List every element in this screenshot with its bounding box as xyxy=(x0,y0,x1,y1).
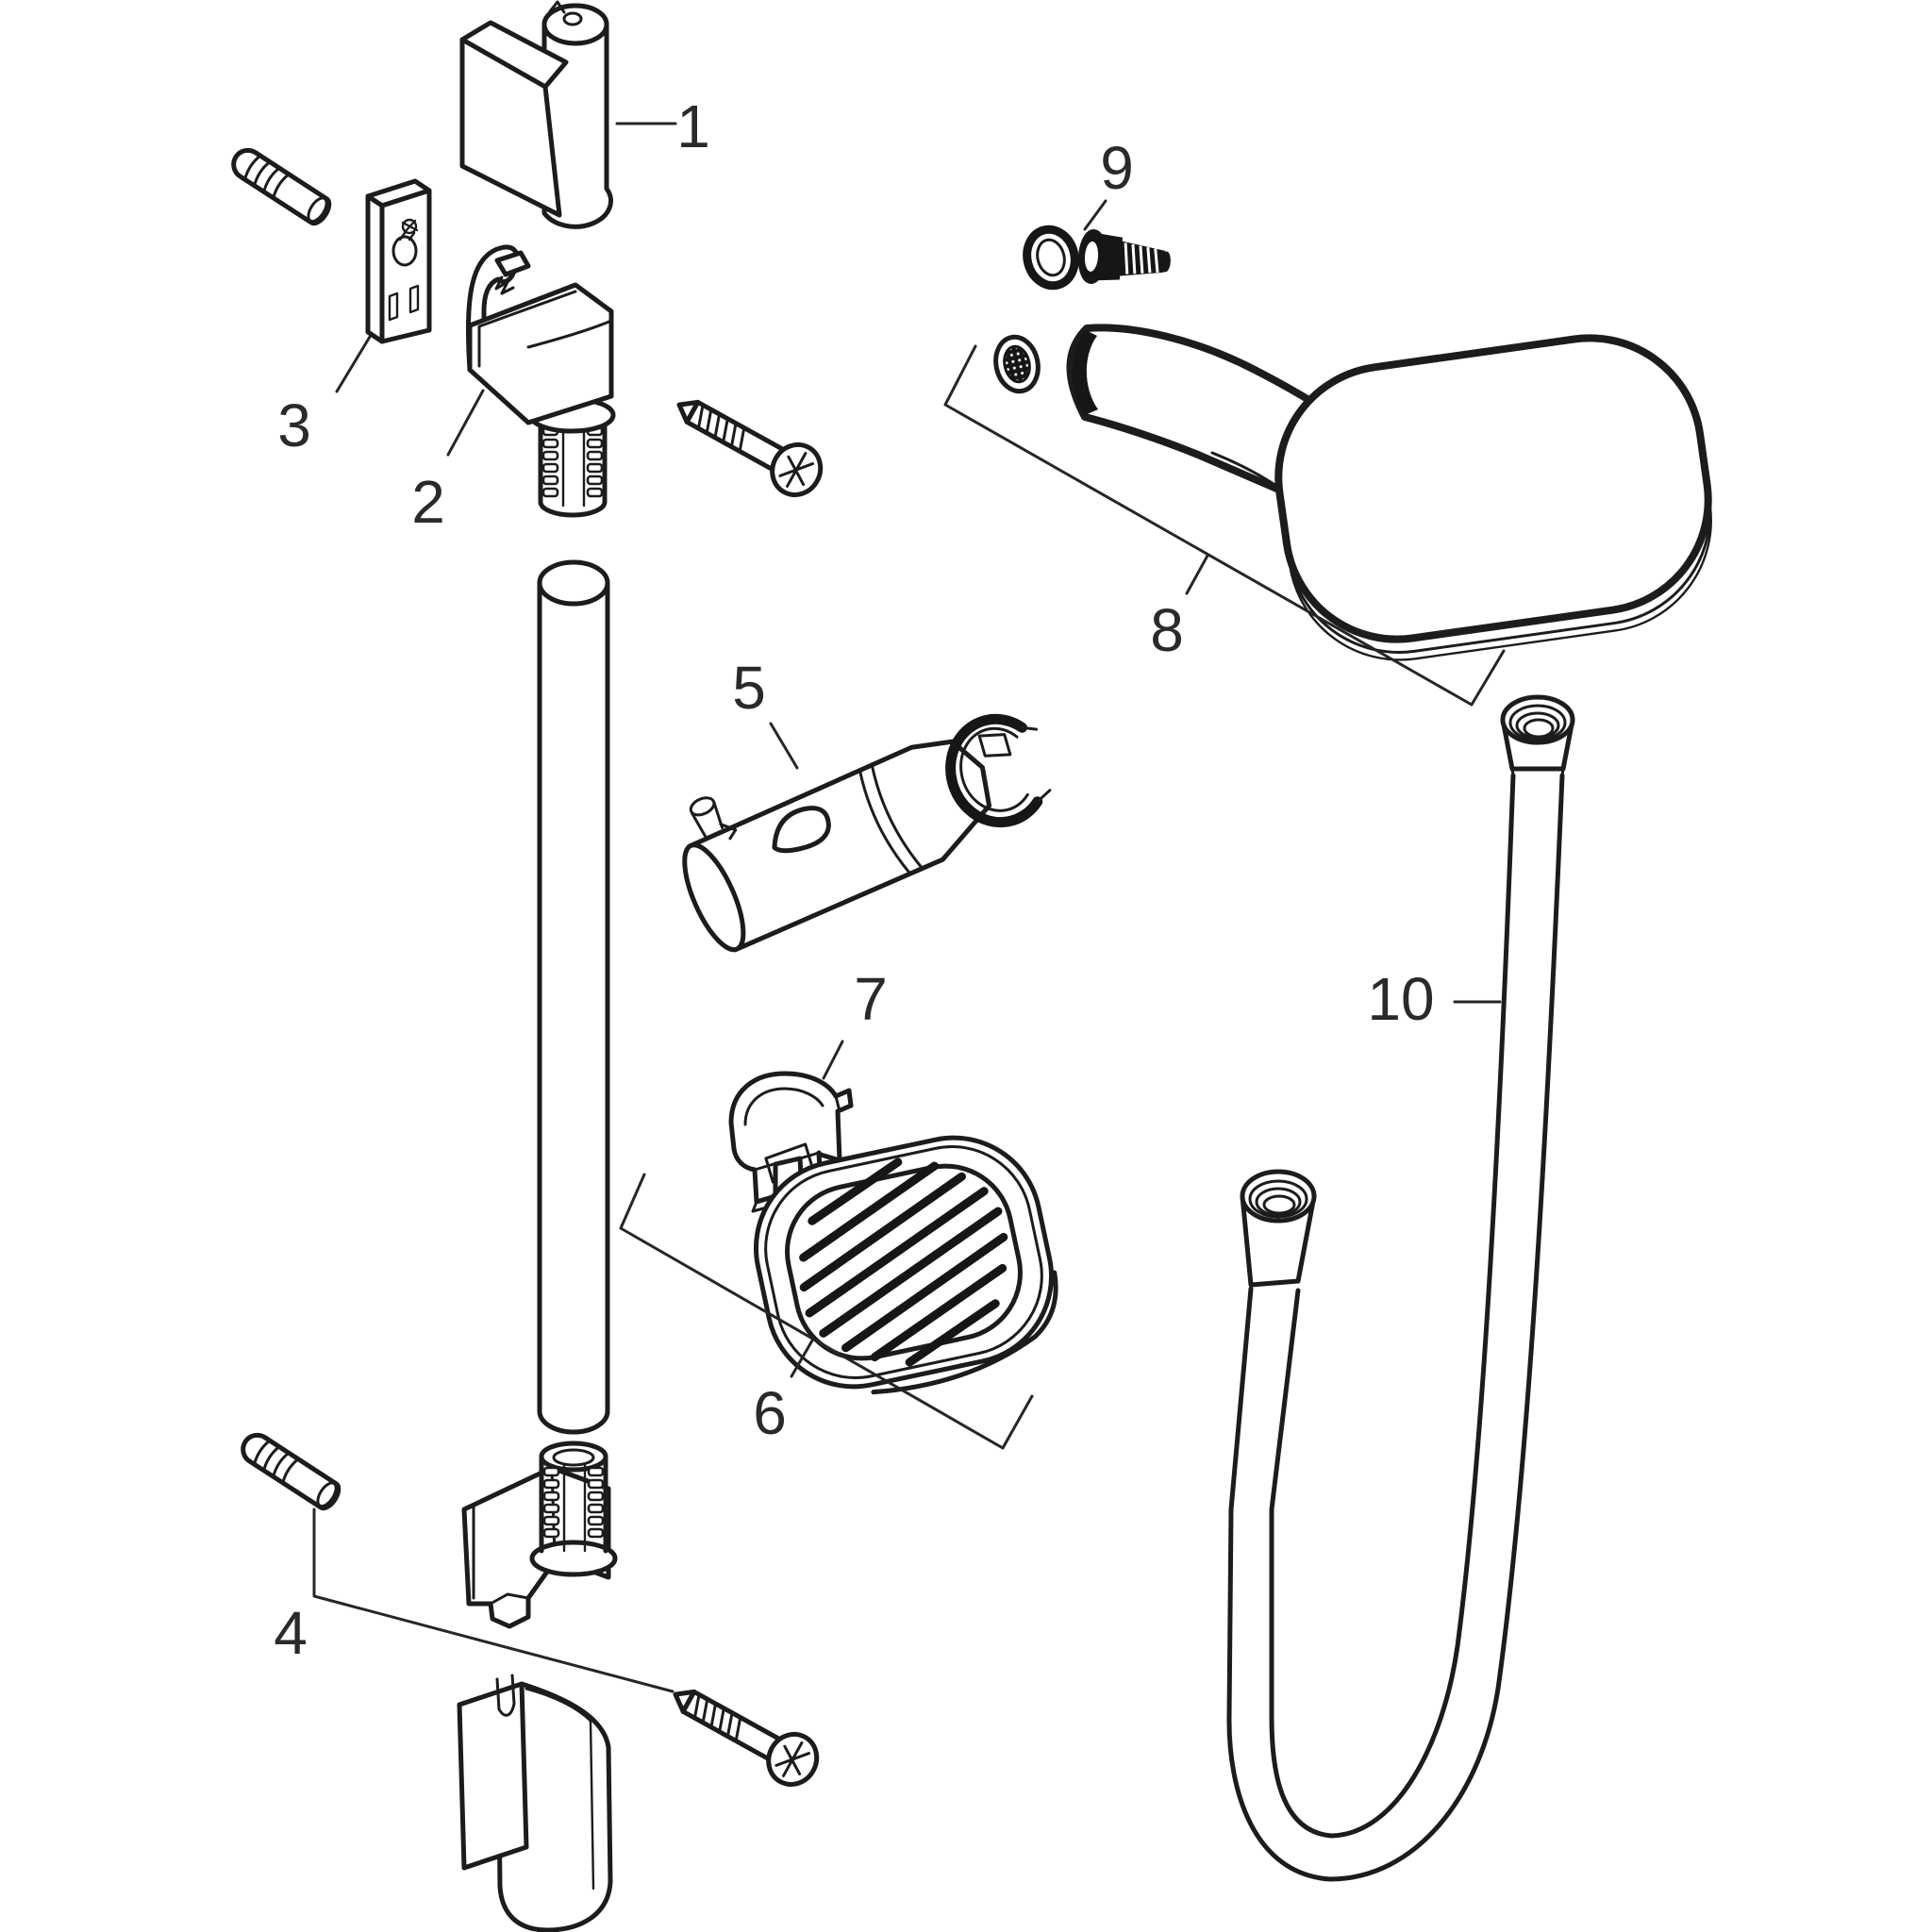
bottom-cover xyxy=(457,1674,613,1932)
part-label-7: 7 xyxy=(854,965,888,1033)
wall-anchor-top xyxy=(231,147,332,226)
part-7-clip xyxy=(728,1071,854,1213)
part-label-2: 2 xyxy=(411,468,445,536)
leader-line-6 xyxy=(619,1173,1034,1450)
expansion-anchor-bottom xyxy=(539,1441,608,1554)
plate-notch xyxy=(388,291,399,322)
part-10-shower-hose xyxy=(1226,694,1575,1882)
non-return-valve xyxy=(1077,229,1171,284)
part-5-slider xyxy=(682,713,1052,953)
part-9-valve-set xyxy=(1023,225,1171,291)
dish-floor xyxy=(785,1163,1023,1361)
part-8-hand-shower xyxy=(993,324,1712,661)
anchor-collar-bottom xyxy=(529,1540,618,1577)
part-label-6: 6 xyxy=(753,1379,787,1447)
keyhole xyxy=(391,235,418,267)
part-2-top-bracket xyxy=(465,244,616,518)
screw-top xyxy=(676,399,824,498)
spring-detail xyxy=(491,275,515,295)
expansion-anchor xyxy=(538,420,608,518)
bracket-clip xyxy=(494,250,531,277)
part-labels: 1 2 3 4 5 6 7 8 9 10 xyxy=(274,92,1434,1667)
slider-end-cap xyxy=(682,842,746,953)
seal-washer xyxy=(1023,225,1079,291)
part-label-4: 4 xyxy=(274,1599,308,1667)
cover-front-face xyxy=(459,37,562,218)
dish-tab xyxy=(764,1142,814,1184)
leader-line-2 xyxy=(446,389,485,457)
leader-line-4 xyxy=(312,1507,675,1693)
bracket-body xyxy=(467,282,614,425)
hose-nut-top xyxy=(1500,694,1575,777)
leader-line-9 xyxy=(1083,199,1108,231)
holder-socket xyxy=(945,713,1052,828)
keyhole-screw-glyph xyxy=(398,218,419,242)
handle-end-cap xyxy=(1072,330,1098,415)
part-label-9: 9 xyxy=(1100,134,1134,202)
leader-lines xyxy=(312,122,1506,1693)
slider-pin xyxy=(689,796,738,841)
screw-bottom xyxy=(673,1689,820,1788)
part-6-soap-dish xyxy=(753,1135,1058,1395)
hose-nut-bottom xyxy=(1240,1169,1317,1288)
plate-notch xyxy=(408,284,420,314)
leader-line-7 xyxy=(822,1040,844,1080)
dish-slots xyxy=(799,1158,1008,1367)
part-label-10: 10 xyxy=(1367,965,1434,1033)
hose-inner-edge xyxy=(1269,773,1516,1839)
hose-outer-edge xyxy=(1226,773,1565,1882)
part-1-bracket-cover xyxy=(459,0,614,229)
thumb-hole xyxy=(772,806,831,854)
part-label-3: 3 xyxy=(277,391,311,459)
part-3-wall-plate xyxy=(365,178,432,344)
leader-line-3 xyxy=(335,335,372,393)
part-label-8: 8 xyxy=(1150,596,1184,664)
leader-line-8 xyxy=(943,344,1506,707)
wall-anchor-bottom xyxy=(241,1432,341,1511)
spray-head xyxy=(1274,334,1712,661)
part-label-1: 1 xyxy=(676,92,710,160)
slider-body xyxy=(687,739,992,953)
leader-line-5 xyxy=(769,722,799,770)
inlet-strainer xyxy=(993,334,1041,394)
part-label-5: 5 xyxy=(732,654,766,722)
part-4-bottom-bracket-set xyxy=(241,1432,820,1932)
wall-bar xyxy=(537,559,610,1435)
